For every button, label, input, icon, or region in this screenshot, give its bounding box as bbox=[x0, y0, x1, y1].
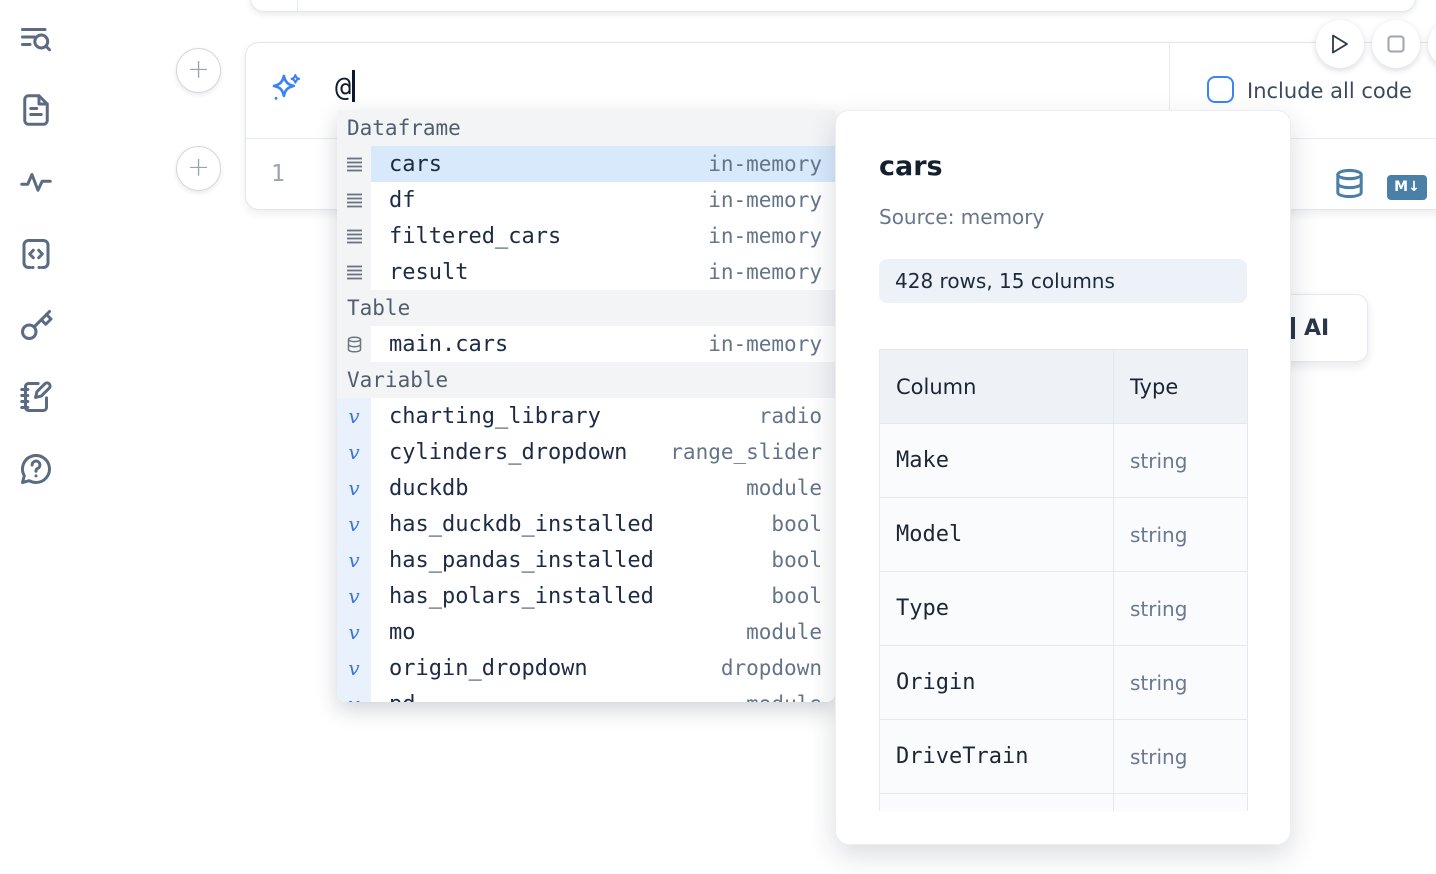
activity-icon[interactable] bbox=[18, 164, 54, 200]
dataframe-preview-panel: cars Source: memory 428 rows, 15 columns… bbox=[835, 110, 1291, 845]
prompt-divider bbox=[1169, 43, 1170, 138]
prompt-text: @ bbox=[335, 70, 355, 103]
variable-v-icon: v bbox=[337, 470, 371, 506]
section-label-variable: Variable bbox=[337, 362, 835, 398]
extra-circle-button[interactable] bbox=[1428, 20, 1436, 68]
variable-v-icon: v bbox=[337, 434, 371, 470]
variable-v-icon: v bbox=[337, 542, 371, 578]
variable-v-icon: v bbox=[337, 686, 371, 702]
previous-cell-divider bbox=[297, 0, 298, 11]
schema-row: DriveTrain string bbox=[879, 719, 1248, 794]
shape-badge: 428 rows, 15 columns bbox=[879, 259, 1247, 303]
schema-row: Make string bbox=[879, 423, 1248, 498]
schema-header-row: Column Type bbox=[879, 349, 1248, 424]
variable-v-icon: v bbox=[337, 650, 371, 686]
dataframe-rows-icon bbox=[337, 182, 371, 218]
code-snippet-icon[interactable] bbox=[18, 236, 54, 272]
database-icon bbox=[1336, 168, 1363, 199]
schema-row-clipped bbox=[879, 793, 1248, 811]
column-header: Column bbox=[879, 349, 1114, 424]
schema-row: Model string bbox=[879, 497, 1248, 572]
dataframe-rows-icon bbox=[337, 218, 371, 254]
stop-icon bbox=[1387, 35, 1405, 53]
markdown-convert-button[interactable]: M↓ bbox=[1387, 175, 1427, 200]
database-convert-button[interactable] bbox=[1333, 167, 1366, 200]
preview-source: Source: memory bbox=[879, 205, 1045, 229]
run-cell-button[interactable] bbox=[1316, 20, 1364, 68]
variable-v-icon: v bbox=[337, 506, 371, 542]
include-all-code-checkbox[interactable] bbox=[1207, 76, 1234, 103]
sparkle-ai-icon bbox=[272, 74, 301, 100]
add-cell-button-top[interactable]: + bbox=[176, 48, 221, 93]
play-icon bbox=[1332, 34, 1348, 54]
text-caret bbox=[352, 70, 355, 102]
dataframe-rows-icon bbox=[337, 146, 371, 182]
include-all-code-label: Include all code bbox=[1247, 79, 1412, 103]
line-number: 1 bbox=[271, 161, 285, 187]
autocomplete-item-pd[interactable]: v pdmodule bbox=[337, 686, 835, 702]
stop-button[interactable] bbox=[1372, 20, 1420, 68]
scratchpad-icon[interactable] bbox=[18, 379, 54, 415]
variable-v-icon: v bbox=[337, 614, 371, 650]
schema-table-wrapper: Column Type Make string Model string Typ… bbox=[879, 349, 1248, 811]
preview-title: cars bbox=[879, 151, 943, 182]
list-search-icon[interactable] bbox=[18, 22, 54, 58]
dataframe-rows-icon bbox=[337, 254, 371, 290]
type-header: Type bbox=[1113, 349, 1248, 424]
database-table-icon bbox=[337, 326, 371, 362]
schema-row: Origin string bbox=[879, 645, 1248, 720]
schema-row: Type string bbox=[879, 571, 1248, 646]
file-icon[interactable] bbox=[18, 92, 54, 128]
variable-v-icon: v bbox=[337, 578, 371, 614]
previous-cell-fragment bbox=[250, 0, 1416, 12]
help-chat-icon[interactable] bbox=[18, 451, 54, 487]
key-icon[interactable] bbox=[18, 307, 54, 343]
schema-table: Column Type Make string Model string Typ… bbox=[879, 349, 1248, 811]
section-label-table: Table bbox=[337, 290, 835, 326]
section-label-dataframe: Dataframe bbox=[337, 110, 835, 146]
add-cell-button-bottom[interactable]: + bbox=[176, 146, 221, 191]
variable-v-icon: v bbox=[337, 398, 371, 434]
clipped-letter bbox=[1291, 317, 1295, 339]
